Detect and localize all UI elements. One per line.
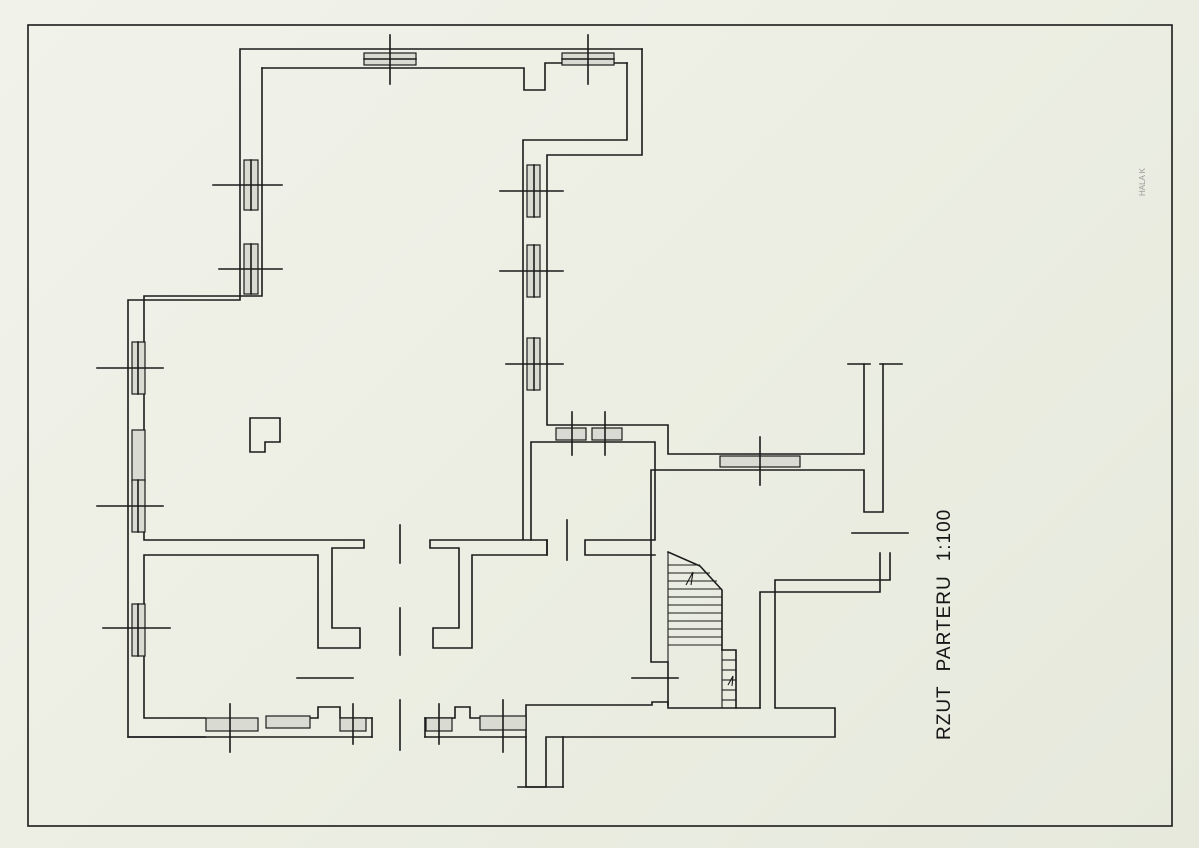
window-top-1 bbox=[363, 34, 417, 85]
south-annex bbox=[525, 552, 891, 788]
east-room bbox=[759, 552, 881, 709]
outer-wall-outer-2 bbox=[546, 48, 865, 455]
pencil-note: HALA K bbox=[1138, 167, 1147, 196]
window-east-3 bbox=[505, 337, 564, 391]
window-bottom-1 bbox=[205, 703, 259, 753]
drawing-title: RZUT PARTERU 1:100 bbox=[934, 495, 956, 740]
window-left-2 bbox=[218, 243, 283, 295]
outer-wall-outer bbox=[127, 48, 643, 738]
east-wall-top bbox=[650, 363, 884, 706]
window-east-2 bbox=[499, 244, 564, 298]
top-inner bbox=[261, 62, 628, 91]
window-east-south bbox=[719, 436, 801, 486]
middle-room bbox=[530, 441, 656, 556]
window-east-1 bbox=[499, 164, 564, 218]
chimney bbox=[249, 417, 281, 453]
window-bottom-4 bbox=[425, 703, 453, 745]
title-word-1: RZUT bbox=[934, 685, 955, 740]
bottom-wall-right bbox=[424, 701, 761, 719]
window-mid-1 bbox=[555, 411, 587, 456]
sheet-border bbox=[27, 24, 1173, 827]
window-top-2 bbox=[561, 34, 615, 85]
window-left-1 bbox=[212, 159, 283, 211]
window-mid-2 bbox=[591, 411, 623, 456]
window-bottom-3 bbox=[339, 703, 367, 745]
title-word-2: PARTERU bbox=[934, 575, 955, 672]
window-west-2 bbox=[131, 429, 146, 483]
window-bottom-5 bbox=[479, 699, 527, 753]
drawing-scale: 1:100 bbox=[934, 508, 955, 562]
staircase bbox=[666, 550, 737, 709]
window-west-1 bbox=[96, 341, 164, 395]
outer-wall-inner bbox=[429, 62, 628, 649]
window-west-4 bbox=[102, 603, 171, 657]
window-bottom-2 bbox=[265, 715, 311, 729]
window-west-3 bbox=[96, 479, 164, 533]
